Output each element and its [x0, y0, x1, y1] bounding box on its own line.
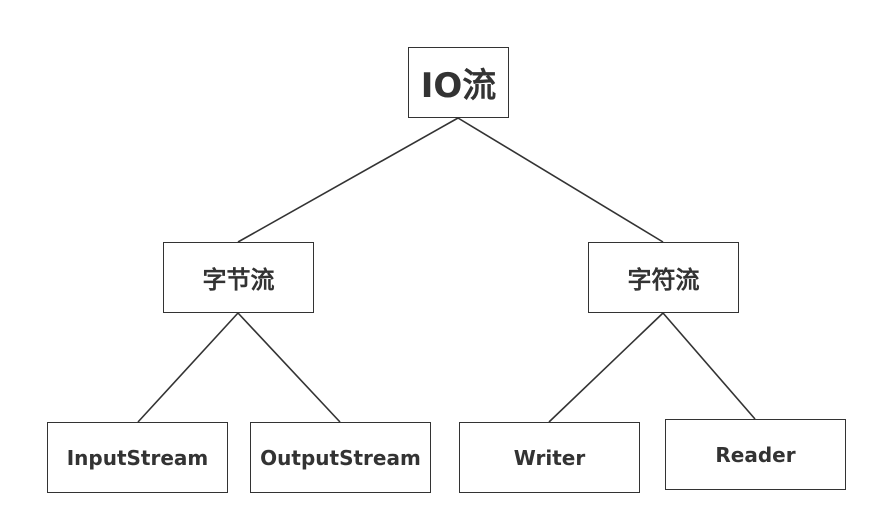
node-char-stream-label: 字符流 [627, 266, 700, 294]
node-outputstream: OutputStream [250, 422, 431, 493]
node-reader-label: Reader [715, 442, 796, 467]
node-io-stream-label: IO流 [420, 66, 497, 106]
node-byte-stream-label: 字节流 [202, 266, 275, 294]
node-reader: Reader [665, 419, 846, 490]
node-byte-stream: 字节流 [163, 242, 314, 313]
node-outputstream-label: OutputStream [260, 445, 421, 470]
node-writer-label: Writer [513, 445, 586, 470]
node-io-stream: IO流 [408, 47, 509, 118]
connector-char-stream-to-writer [548, 312, 664, 423]
connector-byte-stream-to-outputstream [237, 312, 341, 423]
connector-root-to-char-stream [457, 117, 664, 243]
node-inputstream-label: InputStream [66, 445, 209, 470]
connector-byte-stream-to-inputstream [137, 312, 239, 423]
connector-char-stream-to-reader [662, 312, 756, 420]
node-inputstream: InputStream [47, 422, 228, 493]
node-writer: Writer [459, 422, 640, 493]
node-char-stream: 字符流 [588, 242, 739, 313]
connector-root-to-byte-stream [237, 117, 459, 243]
